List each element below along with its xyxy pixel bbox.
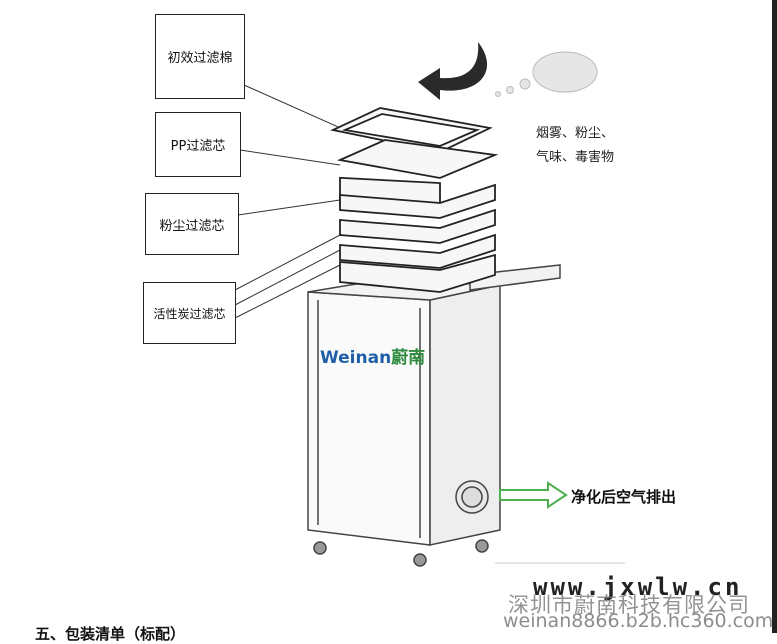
label-primary-filter: 初效过滤棉 [155,14,245,99]
pollutants-line-2: 气味、毒害物 [536,150,615,165]
leader-lines [234,84,346,319]
brand-latin: Weinan [320,348,392,368]
label-pp-filter: PP过滤芯 [155,112,241,177]
pollution-cloud-icon [495,51,598,97]
label-carbon-filter: 活性炭过滤芯 [143,282,236,344]
brand-logo: Weinan蔚南 [320,343,425,368]
exhaust-arrow-icon [499,481,568,509]
watermark-company: 深圳市蔚南科技有限公司 [508,593,750,617]
label-dust-filter: 粉尘过滤芯 [145,193,239,255]
right-edge-bar [772,0,777,633]
cabinet [307,279,501,567]
filter-trays [330,107,499,293]
watermark-url: weinan8866.b2b.hc360.com [503,610,774,632]
brand-chinese: 蔚南 [391,348,426,368]
pollutants-line-1: 烟雾、粉尘、 [536,126,615,141]
watermark-site: www.jxwlw.cn [533,573,743,601]
rotate-arrow-icon [418,42,488,100]
side-shelf [469,264,561,291]
footer-heading: 五、包装清单（标配） [35,625,186,643]
exhaust-label: 净化后空气排出 [571,488,677,506]
